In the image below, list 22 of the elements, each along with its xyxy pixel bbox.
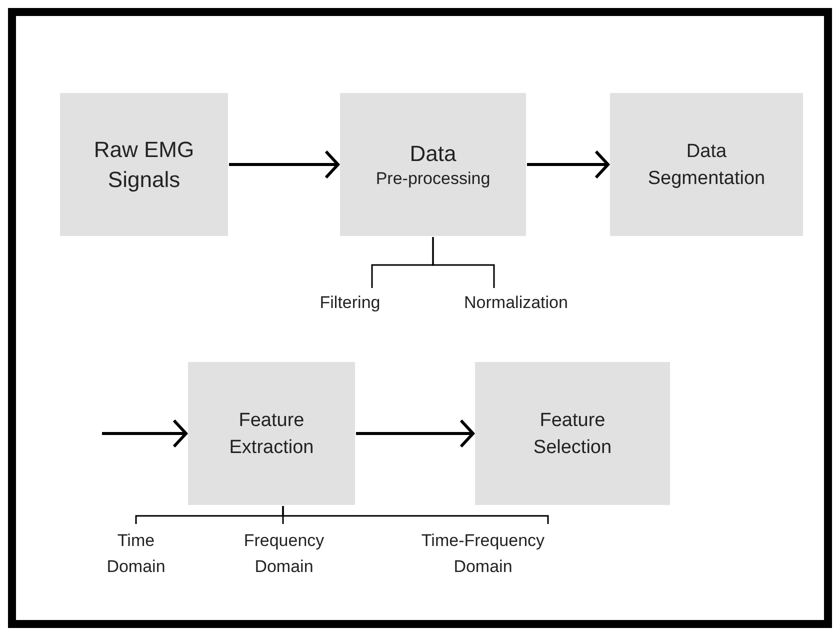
box-title: Data Segmentation (646, 140, 766, 190)
box-title: Raw EMG Signals (92, 136, 196, 194)
box-title: Data (410, 140, 456, 168)
process-box (340, 93, 526, 236)
branch-label: Time Domain (106, 530, 166, 578)
branch-label: Time-Frequency Domain (420, 530, 546, 578)
branch-label: Normalization (464, 292, 568, 314)
arrow (102, 419, 188, 448)
process-box (610, 93, 803, 236)
arrow (527, 150, 610, 179)
box-title: Feature Extraction (228, 408, 315, 460)
box-title: Feature Selection (532, 408, 613, 460)
process-box (475, 362, 670, 505)
connector-line (432, 237, 495, 288)
connector-line (282, 506, 549, 524)
branch-label: Filtering (320, 292, 380, 314)
branch-label: Frequency Domain (242, 530, 326, 578)
process-box (188, 362, 355, 505)
process-box (60, 93, 228, 236)
box-subtitle: Pre-processing (376, 168, 490, 190)
arrow (356, 419, 474, 448)
arrow (229, 150, 340, 179)
